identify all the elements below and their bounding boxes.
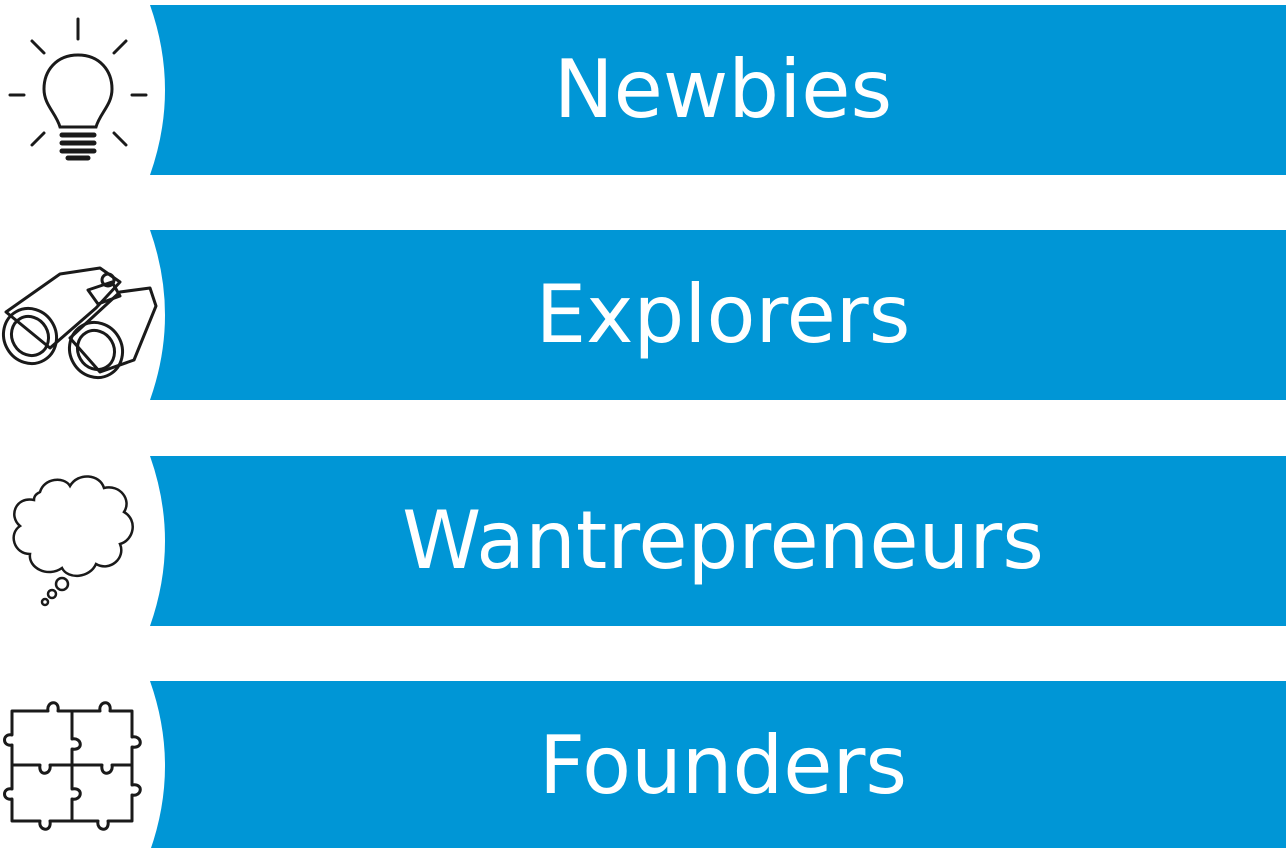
row-label: Wantrepreneurs (402, 494, 1044, 587)
row-label: Founders (538, 719, 908, 812)
band-newbies (150, 5, 1286, 175)
row-founders: Founders (0, 681, 1286, 848)
row-label: Newbies (553, 43, 893, 136)
thought-bubble-icon (12, 475, 134, 607)
row-label: Explorers (535, 268, 911, 361)
band-wantrepreneurs (150, 456, 1286, 626)
puzzle-pieces-icon (3, 701, 142, 831)
row-wantrepreneurs: Wantrepreneurs (0, 456, 1286, 626)
lightbulb-icon (8, 17, 148, 161)
band-founders (150, 681, 1286, 848)
binoculars-icon (1, 266, 158, 380)
band-explorers (150, 230, 1286, 400)
row-newbies: Newbies (0, 5, 1286, 175)
row-explorers: Explorers (0, 230, 1286, 400)
